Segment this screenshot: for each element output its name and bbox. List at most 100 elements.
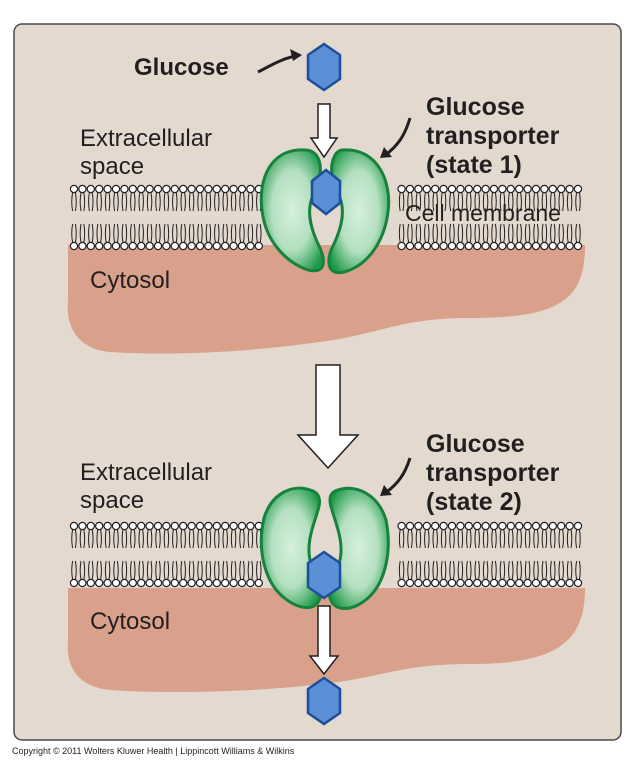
lipid-head [481, 184, 490, 194]
lipid-tail [88, 192, 90, 212]
lipid-tail [130, 192, 132, 212]
lipid-head [120, 184, 129, 194]
state-transition-arrow-icon [296, 364, 360, 470]
lipid-tail [466, 223, 468, 243]
lipid-head [473, 521, 482, 531]
lipid-tail [466, 560, 468, 580]
lipid-tail [575, 560, 578, 580]
lipid-tail [461, 223, 464, 243]
lipid-tail [96, 560, 99, 580]
lipid-head [540, 578, 549, 588]
lipid-tail [133, 560, 136, 580]
lipid-tail [494, 223, 497, 243]
lipid-tail [108, 223, 111, 243]
lipid-tail [104, 560, 107, 580]
lipid-tail [83, 529, 86, 549]
lipid-tail [469, 223, 472, 243]
lipid-head [212, 184, 221, 194]
lipid-head [456, 241, 465, 251]
release-arrow-icon [308, 605, 340, 676]
lipid-tail [214, 192, 216, 212]
lipid-head [162, 241, 171, 251]
lipid-head [204, 184, 213, 194]
lipid-tail [415, 192, 418, 212]
lipid-tail [499, 223, 502, 243]
transporter-label-line2-bottom: transporter [426, 459, 560, 487]
lipid-head [136, 241, 146, 251]
lipid-tail [184, 223, 186, 243]
lipid-head [523, 578, 532, 588]
lipid-tail [570, 223, 573, 243]
transporter-label-line3-bottom: (state 2) [426, 488, 522, 516]
lipid-tail [440, 192, 443, 212]
lipid-tail [172, 560, 174, 580]
lipid-head [153, 184, 163, 194]
lipid-tail [116, 192, 119, 212]
lipid-head [220, 521, 230, 531]
lipid-tail [247, 223, 250, 243]
lipid-tail [256, 223, 258, 243]
lipid-tail [511, 560, 514, 580]
lipid-head [397, 241, 406, 251]
lipid-tail [83, 223, 86, 243]
lipid-head [506, 521, 515, 531]
lipid-tail [528, 529, 531, 549]
lipid-tail [499, 192, 502, 212]
lipid-head [78, 578, 87, 588]
lipid-tail [524, 223, 527, 243]
lipid-head [170, 241, 179, 251]
lipid-tail [407, 529, 410, 549]
lipid-head [136, 184, 146, 194]
lipid-tail [74, 560, 77, 580]
lipid-head [515, 184, 524, 194]
lipid-tail [432, 223, 435, 243]
lipid-tail [449, 192, 452, 212]
lipid-tail [175, 529, 178, 549]
lipid-head [573, 241, 583, 251]
lipid-tail [424, 529, 426, 549]
lipid-head [447, 521, 457, 531]
lipid-tail [511, 192, 514, 212]
lipid-head [111, 578, 121, 588]
lipid-head [170, 184, 179, 194]
lipid-tail [155, 560, 158, 580]
lipid-head [86, 241, 96, 251]
cytosol-region-top [67, 245, 585, 354]
lipid-tail [461, 192, 464, 212]
lipid-tail [503, 192, 506, 212]
lipid-tail [545, 529, 548, 549]
lipid-tail [251, 192, 254, 212]
lipid-tail [550, 560, 552, 580]
lipid-head [103, 184, 112, 194]
lipid-tail [205, 223, 208, 243]
lipid-head [254, 241, 263, 251]
lipid-tail [398, 560, 401, 580]
lipid-tail [503, 560, 506, 580]
extracellular-space-label-line2-top: space [80, 153, 144, 180]
cytosol-label-top: Cytosol [90, 267, 170, 294]
lipid-tail [217, 192, 220, 212]
lipid-head [523, 241, 532, 251]
lipid-head [431, 578, 440, 588]
lipid-tail [398, 223, 401, 243]
lipid-head [195, 184, 205, 194]
lipid-tail [553, 560, 556, 580]
lipid-tail [520, 192, 522, 212]
lipid-tail [558, 192, 561, 212]
lipid-tail [482, 560, 485, 580]
lipid-tail [452, 560, 455, 580]
lipid-tail [138, 192, 141, 212]
lipid-tail [533, 529, 536, 549]
cell-membrane-top [69, 184, 583, 251]
lipid-tail [578, 192, 581, 212]
down-arrow-icon [309, 103, 339, 159]
lipid-tail [256, 529, 258, 549]
lipid-tail [209, 529, 212, 549]
lipid-head [78, 241, 87, 251]
lipid-tail [71, 560, 74, 580]
lipid-tail [482, 529, 485, 549]
lipid-tail [491, 560, 494, 580]
lipid-tail [558, 560, 561, 580]
lipid-tail [578, 560, 581, 580]
lipid-tail [163, 560, 166, 580]
